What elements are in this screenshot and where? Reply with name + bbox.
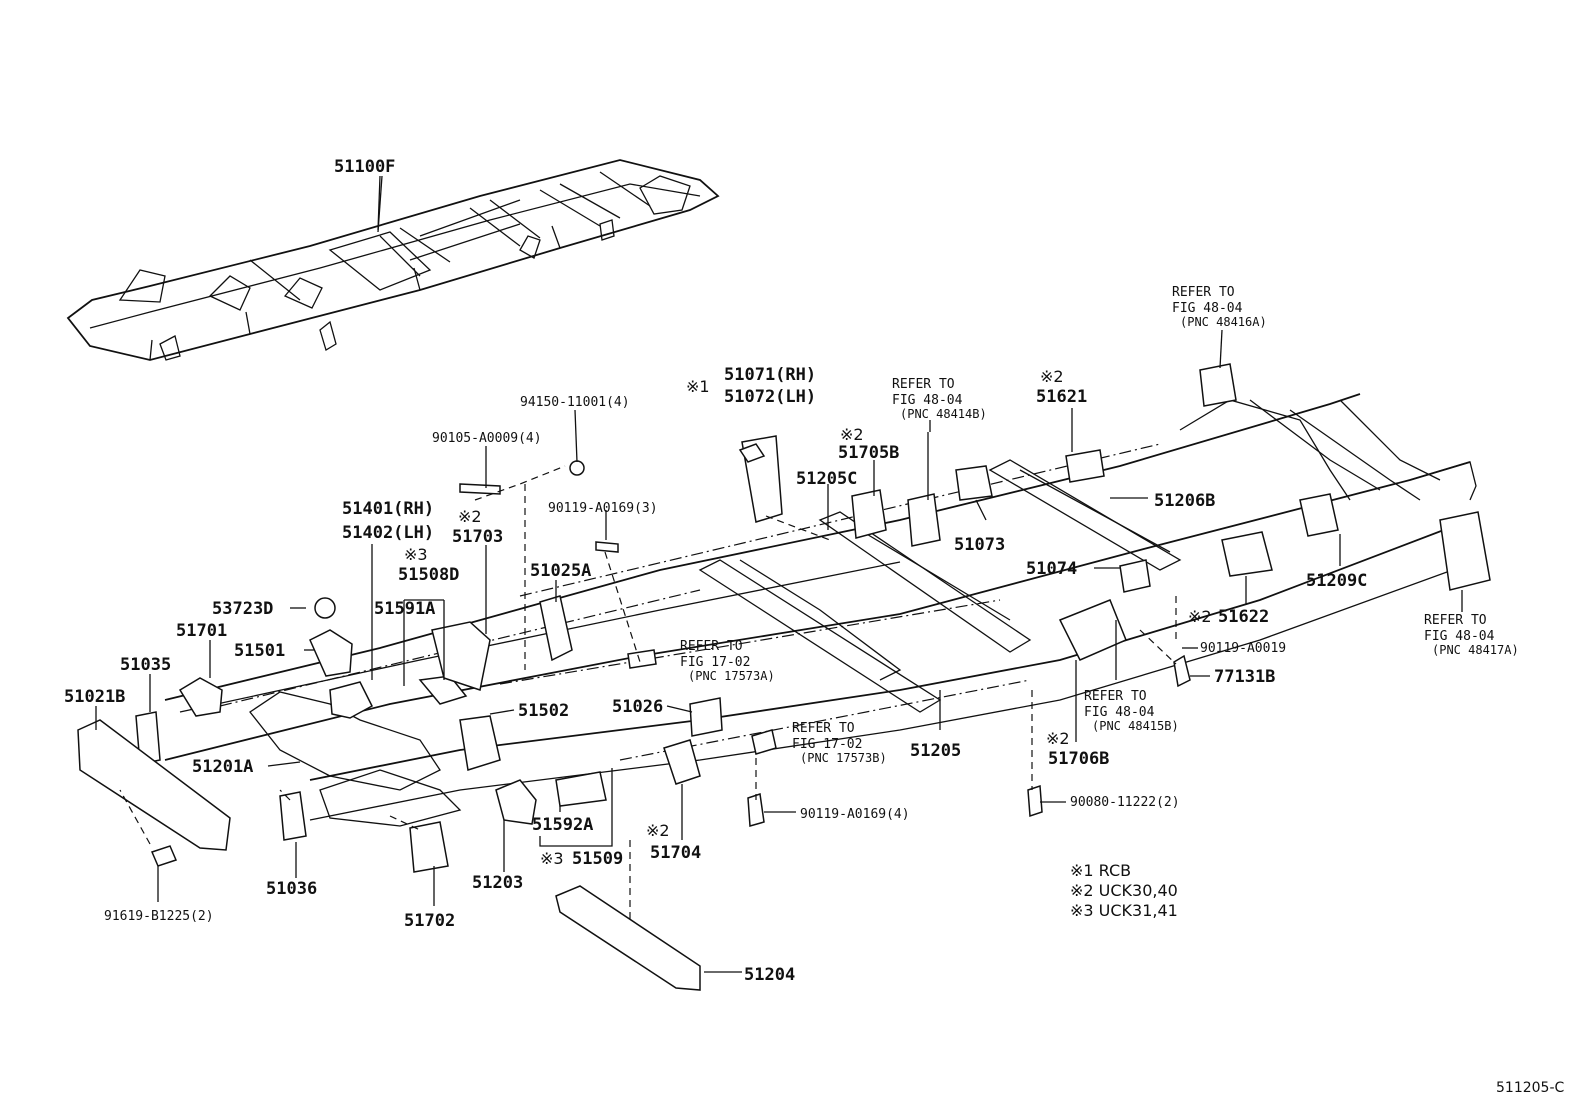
label-51205: 51205: [910, 741, 961, 761]
note-mark-51706B: ※2: [1046, 729, 1070, 748]
note-uck30-40: ※2 UCK30,40: [1070, 881, 1178, 900]
label-51036: 51036: [266, 879, 317, 899]
label-51073: 51073: [954, 535, 1005, 555]
refer-48415B: REFER TO FIG 48-04 (PNC 48415B): [1084, 689, 1179, 733]
refer-17573B-line3: (PNC 17573B): [800, 751, 887, 765]
refer-48417A-line3: (PNC 48417A): [1432, 643, 1519, 657]
label-90119-A0019: 90119-A0019: [1200, 641, 1286, 656]
label-51072: 51072(LH): [724, 387, 816, 407]
label-51201A: 51201A: [192, 757, 253, 777]
label-51701: 51701: [176, 621, 227, 641]
refer-48417A-line1: REFER TO: [1424, 613, 1487, 628]
label-51508D: 51508D: [398, 565, 459, 585]
refer-48414B-line2: FIG 48-04: [892, 393, 963, 408]
label-51705B: 51705B: [838, 443, 899, 463]
note-mark-51705B: ※2: [840, 425, 864, 444]
refer-17573A-line3: (PNC 17573A): [688, 669, 775, 683]
note-uck31-41: ※3 UCK31,41: [1070, 901, 1178, 920]
note-mark-51071: ※1: [686, 377, 710, 396]
note-mark-51508D: ※3: [404, 545, 428, 564]
refer-48417A: REFER TO FIG 48-04 (PNC 48417A): [1424, 613, 1519, 657]
label-51071: 51071(RH): [724, 365, 816, 385]
label-51205C: 51205C: [796, 469, 857, 489]
label-51100F: 51100F: [334, 157, 395, 177]
refer-48415B-line3: (PNC 48415B): [1092, 719, 1179, 733]
label-94150-11001: 94150-11001(4): [520, 395, 630, 410]
label-51591A: 51591A: [374, 599, 435, 619]
label-77131B: 77131B: [1214, 667, 1275, 687]
refer-48415B-line2: FIG 48-04: [1084, 705, 1155, 720]
refer-48416A-line2: FIG 48-04: [1172, 301, 1243, 316]
label-51702: 51702: [404, 911, 455, 931]
note-mark-51621: ※2: [1040, 367, 1064, 386]
label-51025A: 51025A: [530, 561, 591, 581]
refer-48415B-line1: REFER TO: [1084, 689, 1147, 704]
label-51622: 51622: [1218, 607, 1269, 627]
label-51621: 51621: [1036, 387, 1087, 407]
exploded-frame-drawing: [77, 363, 1491, 991]
refer-17573A-line1: REFER TO: [680, 639, 743, 654]
label-51209C: 51209C: [1306, 571, 1367, 591]
label-51706B: 51706B: [1048, 749, 1109, 769]
label-51509: 51509: [572, 849, 623, 869]
label-91619-B1225: 91619-B1225(2): [104, 909, 214, 924]
label-90105-A0009: 90105-A0009(4): [432, 431, 542, 446]
refer-17573A-line2: FIG 17-02: [680, 655, 750, 670]
note-mark-51704: ※2: [646, 821, 670, 840]
note-rcb: ※1 RCB: [1070, 861, 1131, 880]
label-51592A: 51592A: [532, 815, 593, 835]
leader-lines: [149, 175, 1463, 973]
label-90080-11222: 90080-11222(2): [1070, 795, 1180, 810]
applicability-notes: ※1 RCB ※2 UCK30,40 ※3 UCK31,41: [1070, 861, 1178, 920]
label-51704: 51704: [650, 843, 701, 863]
refer-48416A-line1: REFER TO: [1172, 285, 1235, 300]
label-51502: 51502: [518, 701, 569, 721]
label-51402: 51402(LH): [342, 523, 434, 543]
refer-17573B: REFER TO FIG 17-02 (PNC 17573B): [792, 721, 887, 765]
label-51021B: 51021B: [64, 687, 125, 707]
label-51035: 51035: [120, 655, 171, 675]
refer-48417A-line2: FIG 48-04: [1424, 629, 1495, 644]
label-51026: 51026: [612, 697, 663, 717]
refer-48414B-line3: (PNC 48414B): [900, 407, 987, 421]
label-90119-A0169-4: 90119-A0169(4): [800, 807, 910, 822]
label-51074: 51074: [1026, 559, 1077, 579]
label-51203: 51203: [472, 873, 523, 893]
refer-48416A-line3: (PNC 48416A): [1180, 315, 1267, 329]
refer-17573B-line1: REFER TO: [792, 721, 855, 736]
note-mark-51622: ※2: [1188, 607, 1212, 626]
figure-code: 511205-C: [1496, 1080, 1564, 1096]
refer-48416A: REFER TO FIG 48-04 (PNC 48416A): [1172, 285, 1267, 329]
part-labels: 51100F 94150-11001(4) 90105-A0009(4) 514…: [64, 157, 1367, 985]
refer-17573A: REFER TO FIG 17-02 (PNC 17573A): [680, 639, 775, 683]
note-mark-51509: ※3: [540, 849, 564, 868]
label-51401: 51401(RH): [342, 499, 434, 519]
refer-17573B-line2: FIG 17-02: [792, 737, 862, 752]
label-51204: 51204: [744, 965, 795, 985]
label-51703: 51703: [452, 527, 503, 547]
label-53723D: 53723D: [212, 599, 273, 619]
refer-48414B: REFER TO FIG 48-04 (PNC 48414B): [892, 377, 987, 421]
note-mark-51703: ※2: [458, 507, 482, 526]
refer-48414B-line1: REFER TO: [892, 377, 955, 392]
label-51501: 51501: [234, 641, 285, 661]
refer-to-notes: REFER TO FIG 17-02 (PNC 17573A) REFER TO…: [680, 285, 1519, 765]
frame-assembly-drawing: [66, 159, 720, 361]
label-90119-A0169-3: 90119-A0169(3): [548, 501, 658, 516]
label-51206B: 51206B: [1154, 491, 1215, 511]
